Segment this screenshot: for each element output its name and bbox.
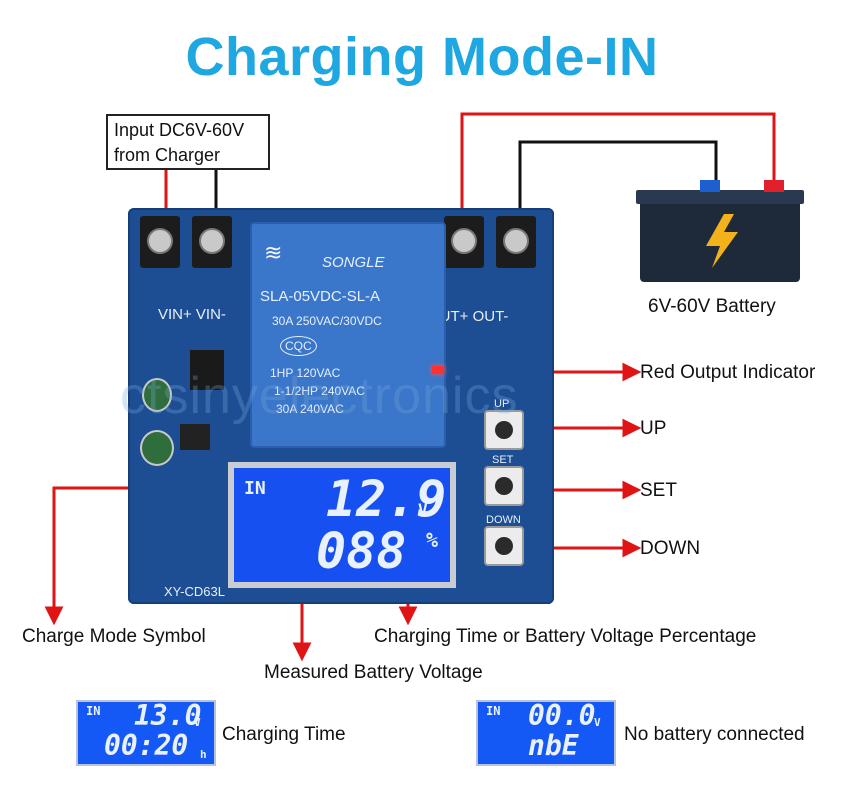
capacitor-1: [142, 378, 172, 412]
label-down: DOWN: [640, 538, 701, 559]
output-negative-wire: [518, 140, 718, 230]
label-measured-voltage: Measured Battery Voltage: [264, 662, 483, 683]
set-arrow-head: [622, 480, 642, 500]
down-arrow-head: [622, 538, 642, 558]
btn-label-set: SET: [492, 454, 514, 466]
up-button[interactable]: [484, 410, 524, 450]
example1-bottom-unit: h: [200, 748, 207, 761]
example1-top-value: 13.0: [134, 699, 202, 732]
output-positive-wire: [460, 112, 776, 230]
label-charge-mode-symbol: Charge Mode Symbol: [22, 626, 206, 647]
up-arrow-head: [622, 418, 642, 438]
vin-label: VIN+ VIN-: [158, 306, 226, 323]
relay-hp1: 1HP 120VAC: [270, 366, 341, 380]
board-model: XY-CD63L: [164, 584, 225, 599]
relay-hp2: 1-1/2HP 240VAC: [274, 384, 365, 398]
lcd-display: [228, 462, 456, 588]
relay-logo-icon: ≋: [264, 240, 283, 265]
example2-top-value: 00.0: [528, 699, 596, 732]
example2-bottom-value: nbE: [528, 729, 579, 762]
example1-bottom-value: 00:20: [104, 729, 189, 762]
terminal-out-negative: [496, 216, 536, 268]
example-display-no-battery: [476, 700, 616, 766]
battery-label: 6V-60V Battery: [648, 296, 776, 317]
terminal-out-positive: [444, 216, 484, 268]
relay-model: SLA-05VDC-SL-A: [260, 288, 381, 305]
lcd-second-value: 088: [316, 522, 407, 580]
label-charging-time: Charging Time or Battery Voltage Percent…: [374, 626, 757, 647]
btn-label-down: DOWN: [486, 514, 521, 526]
lcd-voltage-unit: V: [418, 500, 428, 519]
input-source-box: Input DC6V-60V from Charger: [106, 114, 270, 170]
example1-mode: IN: [86, 704, 101, 718]
ic-chip: [190, 350, 224, 390]
watermark: ctsinyelectronics: [120, 367, 519, 425]
example-display-charging-time: [76, 700, 216, 766]
example2-caption: No battery connected: [624, 724, 805, 745]
red-output-arrow-head: [622, 362, 642, 382]
out-label: OUT+ OUT-: [428, 308, 509, 325]
terminal-vin-negative: [192, 216, 232, 268]
red-output-led: [432, 366, 444, 374]
charge-mode-arrow-head: [44, 606, 64, 626]
capacitor-2: [140, 430, 174, 466]
label-red-output-indicator: Red Output Indicator: [640, 362, 816, 383]
example1-caption: Charging Time: [222, 724, 346, 745]
terminal-vin-positive: [140, 216, 180, 268]
lcd-second-unit: %: [426, 528, 439, 552]
label-up: UP: [640, 418, 667, 439]
input-label-line2: from Charger: [114, 145, 221, 165]
example2-mode: IN: [486, 704, 501, 718]
relay-brand: SONGLE: [322, 254, 385, 271]
battery-icon: [636, 180, 804, 282]
inductor: [180, 424, 210, 450]
down-button[interactable]: [484, 526, 524, 566]
charging-time-arrow-head: [398, 606, 418, 626]
example1-top-unit: V: [194, 716, 201, 729]
example2-top-unit: V: [594, 716, 601, 729]
btn-label-up: UP: [494, 398, 510, 410]
relay: [250, 222, 446, 448]
label-set: SET: [640, 480, 677, 501]
lcd-voltage: 12.9: [326, 470, 447, 528]
relay-rating2: 30A 240VAC: [276, 402, 344, 416]
lcd-mode-symbol: IN: [244, 478, 266, 499]
set-button[interactable]: [484, 466, 524, 506]
relay-rating1: 30A 250VAC/30VDC: [272, 314, 382, 328]
measured-voltage-arrow-head: [292, 642, 312, 662]
page-title: Charging Mode-IN: [185, 27, 659, 87]
input-label-line1: Input DC6V-60V: [114, 120, 245, 140]
relay-cert: CQC: [280, 336, 317, 356]
